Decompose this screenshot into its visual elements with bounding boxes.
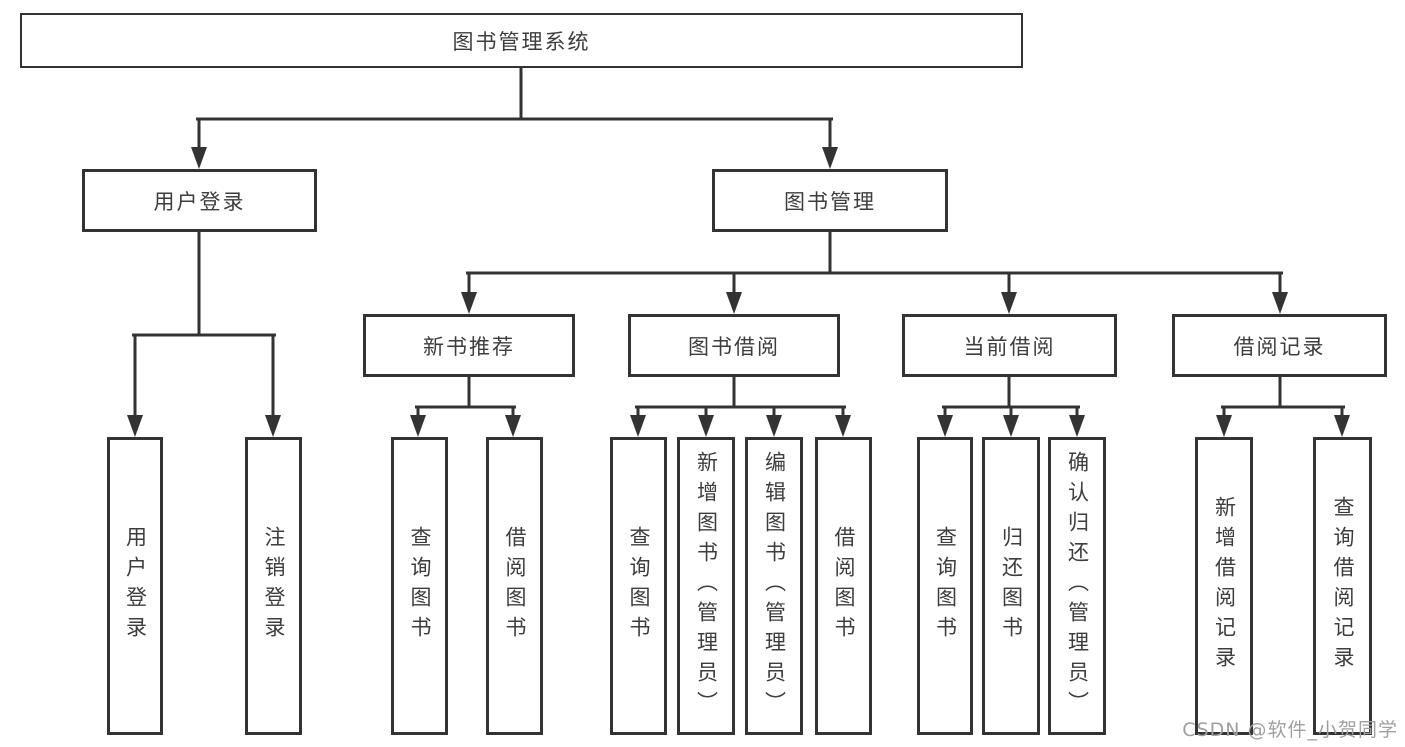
node-label: 图书借阅 [688,334,780,359]
node-label: 查询图书 [933,526,958,646]
leaf-confirm-return-admin: 确认归还（管理员） [1048,437,1106,735]
node-label: 查询图书 [408,526,432,646]
leaf-query-borrow-record: 查询借阅记录 [1313,437,1372,735]
csdn-watermark: CSDN @软件_小贺同学 [1182,719,1398,741]
node-label: 编辑图书（管理员） [762,451,787,721]
node-library-management-system: 图书管理系统 [20,13,1023,68]
leaf-return-books: 归还图书 [982,437,1040,735]
node-label: 归还图书 [999,526,1024,646]
node-book-borrowing: 图书借阅 [628,314,840,377]
node-label: 用户登录 [123,526,148,646]
leaf-borrow-books-recommend: 借阅图书 [486,437,543,735]
leaf-user-login: 用户登录 [107,437,163,735]
leaf-query-books-recommend: 查询图书 [391,437,448,735]
node-label: 新书推荐 [423,334,515,359]
node-book-management: 图书管理 [712,169,948,232]
node-label: 用户登录 [153,189,246,214]
node-new-book-recommendation: 新书推荐 [363,314,575,377]
node-label: 查询借阅记录 [1331,496,1355,676]
node-label: 借阅记录 [1233,334,1326,359]
node-label: 新增借阅记录 [1212,496,1237,676]
node-current-borrowing: 当前借阅 [902,314,1117,377]
node-label: 图书管理系统 [452,29,591,54]
node-label: 新增图书（管理员） [694,451,719,721]
leaf-add-books-admin: 新增图书（管理员） [677,437,735,735]
node-label: 当前借阅 [963,334,1056,359]
leaf-query-books-borrowing: 查询图书 [610,437,667,735]
node-label: 确认归还（管理员） [1065,451,1090,721]
node-label: 借阅图书 [832,526,856,646]
node-label: 查询图书 [627,526,651,646]
node-label: 注销登录 [262,526,286,646]
node-borrowing-records: 借阅记录 [1172,314,1387,377]
node-label: 借阅图书 [503,526,527,646]
leaf-add-borrow-record: 新增借阅记录 [1195,437,1253,735]
leaf-query-books-current: 查询图书 [917,437,973,735]
leaf-logout: 注销登录 [245,437,302,735]
leaf-edit-books-admin: 编辑图书（管理员） [745,437,803,735]
node-label: 图书管理 [784,189,876,214]
leaf-borrow-books-borrowing: 借阅图书 [815,437,872,735]
node-user-login: 用户登录 [82,169,317,232]
